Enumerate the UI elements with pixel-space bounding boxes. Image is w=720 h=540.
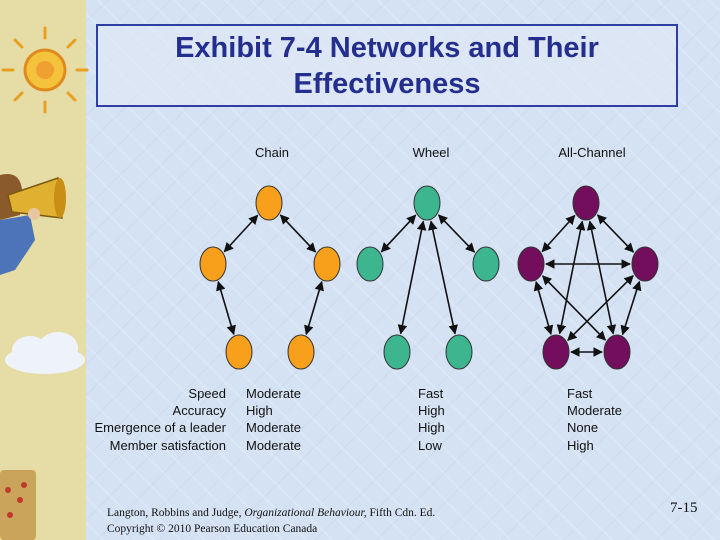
- criterion-accuracy: Accuracy: [172, 403, 226, 419]
- wheel-node-1: [356, 246, 384, 282]
- cloud-icon: [5, 332, 85, 374]
- all-channel-node-3: [542, 334, 570, 370]
- chain-node-2: [313, 246, 341, 282]
- chain-node-3: [225, 334, 253, 370]
- wheel-label: Wheel: [412, 145, 450, 160]
- all-channel-link-1: [596, 214, 635, 253]
- wheel-node-0: [413, 185, 441, 221]
- wheel-speed: Fast: [418, 386, 444, 401]
- all-channel-node-2: [631, 246, 659, 282]
- all-channel-leader: None: [567, 420, 599, 436]
- title-box: Exhibit 7-4 Networks and Their Effective…: [96, 24, 678, 107]
- all-channel-link-6: [541, 275, 607, 341]
- all-channel-accuracy: Moderate: [567, 403, 622, 419]
- chain-node-0: [255, 185, 283, 221]
- chain-link-3: [304, 280, 324, 336]
- page-title: Exhibit 7-4 Networks and Their Effective…: [175, 31, 599, 100]
- wheel-link-0: [380, 214, 417, 253]
- slide-number: 7-15: [670, 500, 698, 516]
- chain-link-2: [216, 280, 236, 336]
- wheel-node-3: [383, 334, 411, 370]
- all-channel-speed: Fast: [567, 386, 593, 401]
- wheel-node-2: [472, 246, 500, 282]
- all-channel-satisfaction: High: [567, 437, 594, 453]
- all-channel-values: Fast Moderate None High: [567, 385, 622, 454]
- chain-satisfaction: Moderate: [246, 437, 301, 453]
- chain-link-1: [279, 214, 317, 253]
- wheel-link-3: [428, 220, 458, 335]
- all-channel-link-0: [541, 214, 576, 253]
- wheel-link-1: [437, 214, 476, 253]
- criteria-list: Speed Accuracy Emergence of a leader Mem…: [60, 385, 226, 454]
- criterion-satisfaction: Member satisfaction: [109, 437, 226, 453]
- chain-node-4: [287, 334, 315, 370]
- all-channel-node-4: [603, 334, 631, 370]
- tree-icon: [0, 470, 36, 540]
- citation: Langton, Robbins and Judge, Organization…: [107, 507, 436, 535]
- left-illustration: [0, 26, 89, 540]
- chain-leader: Moderate: [246, 420, 301, 436]
- chain-values: Moderate High Moderate Moderate: [246, 385, 301, 454]
- criterion-leader: Emergence of a leader: [94, 420, 226, 436]
- wheel-link-2: [397, 220, 427, 335]
- all-channel-node-1: [517, 246, 545, 282]
- all-channel-link-5: [533, 280, 554, 336]
- wheel-satisfaction: Low: [418, 437, 442, 453]
- chain-node-1: [199, 246, 227, 282]
- all-channel-node-0: [572, 185, 600, 221]
- all-channel-label: All-Channel: [558, 145, 626, 160]
- sun-icon: [1, 26, 89, 114]
- wheel-accuracy: High: [418, 403, 445, 419]
- all-channel-link-8: [620, 280, 642, 336]
- megaphone-person-icon: [0, 174, 66, 275]
- chain-accuracy: High: [246, 403, 273, 419]
- chain-label: Chain: [255, 145, 289, 160]
- wheel-leader: High: [418, 420, 445, 436]
- criterion-speed: Speed: [188, 386, 226, 401]
- wheel-values: Fast High High Low: [418, 385, 445, 454]
- all-channel-link-3: [586, 220, 617, 335]
- chain-speed: Moderate: [246, 386, 301, 401]
- wheel-node-4: [445, 334, 473, 370]
- chain-link-0: [223, 214, 259, 253]
- all-channel-link-2: [556, 220, 586, 335]
